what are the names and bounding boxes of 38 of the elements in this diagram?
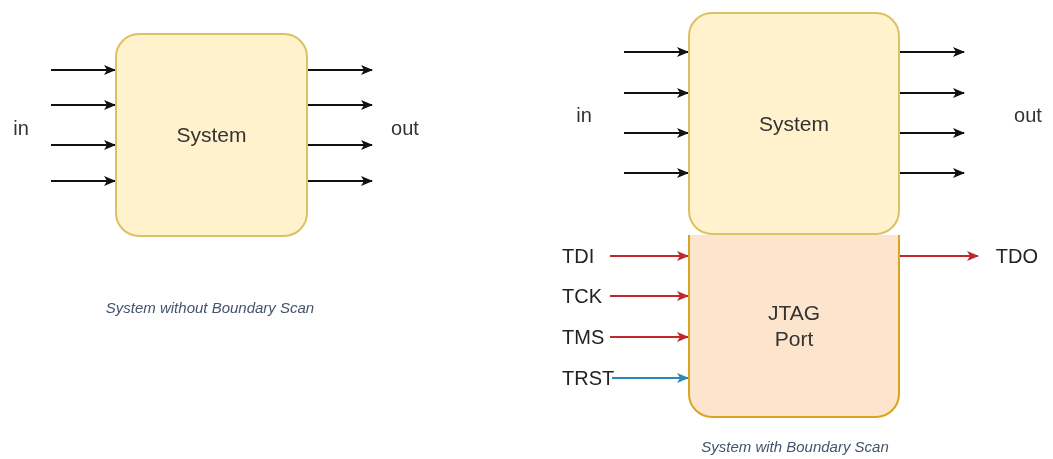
arrow bbox=[623, 88, 689, 98]
signal-name: TCK bbox=[562, 284, 602, 308]
arrow bbox=[50, 100, 116, 110]
arrow bbox=[899, 47, 965, 57]
port-group-label: in bbox=[576, 103, 592, 127]
port-group-label: out bbox=[391, 116, 419, 140]
arrow bbox=[50, 65, 116, 75]
block-label: System bbox=[176, 122, 247, 148]
arrow bbox=[899, 128, 965, 138]
arrow bbox=[307, 100, 373, 110]
arrow bbox=[307, 176, 373, 186]
arrow bbox=[609, 251, 689, 261]
figure-caption: System without Boundary Scan bbox=[105, 298, 315, 316]
block-label: System bbox=[759, 110, 829, 137]
arrow bbox=[899, 251, 979, 261]
arrow bbox=[611, 373, 689, 383]
signal-name: TDI bbox=[562, 244, 595, 268]
block-label: JTAG Port bbox=[766, 300, 822, 351]
arrow bbox=[307, 65, 373, 75]
arrow bbox=[899, 168, 965, 178]
arrow bbox=[623, 168, 689, 178]
arrow bbox=[899, 88, 965, 98]
arrow bbox=[623, 47, 689, 57]
arrow bbox=[50, 140, 116, 150]
signal-name: TRST bbox=[562, 366, 615, 390]
port-group-label: out bbox=[1014, 103, 1042, 127]
arrow bbox=[609, 291, 689, 301]
signal-name: TMS bbox=[562, 325, 605, 349]
arrow bbox=[623, 128, 689, 138]
arrow bbox=[609, 332, 689, 342]
port-group-label: in bbox=[13, 116, 29, 140]
system-block bbox=[688, 12, 900, 235]
port-block bbox=[688, 235, 900, 418]
figure-caption: System with Boundary Scan bbox=[701, 437, 889, 455]
arrow bbox=[307, 140, 373, 150]
signal-name: TDO bbox=[995, 244, 1038, 268]
system-block bbox=[115, 33, 308, 237]
arrow bbox=[50, 176, 116, 186]
